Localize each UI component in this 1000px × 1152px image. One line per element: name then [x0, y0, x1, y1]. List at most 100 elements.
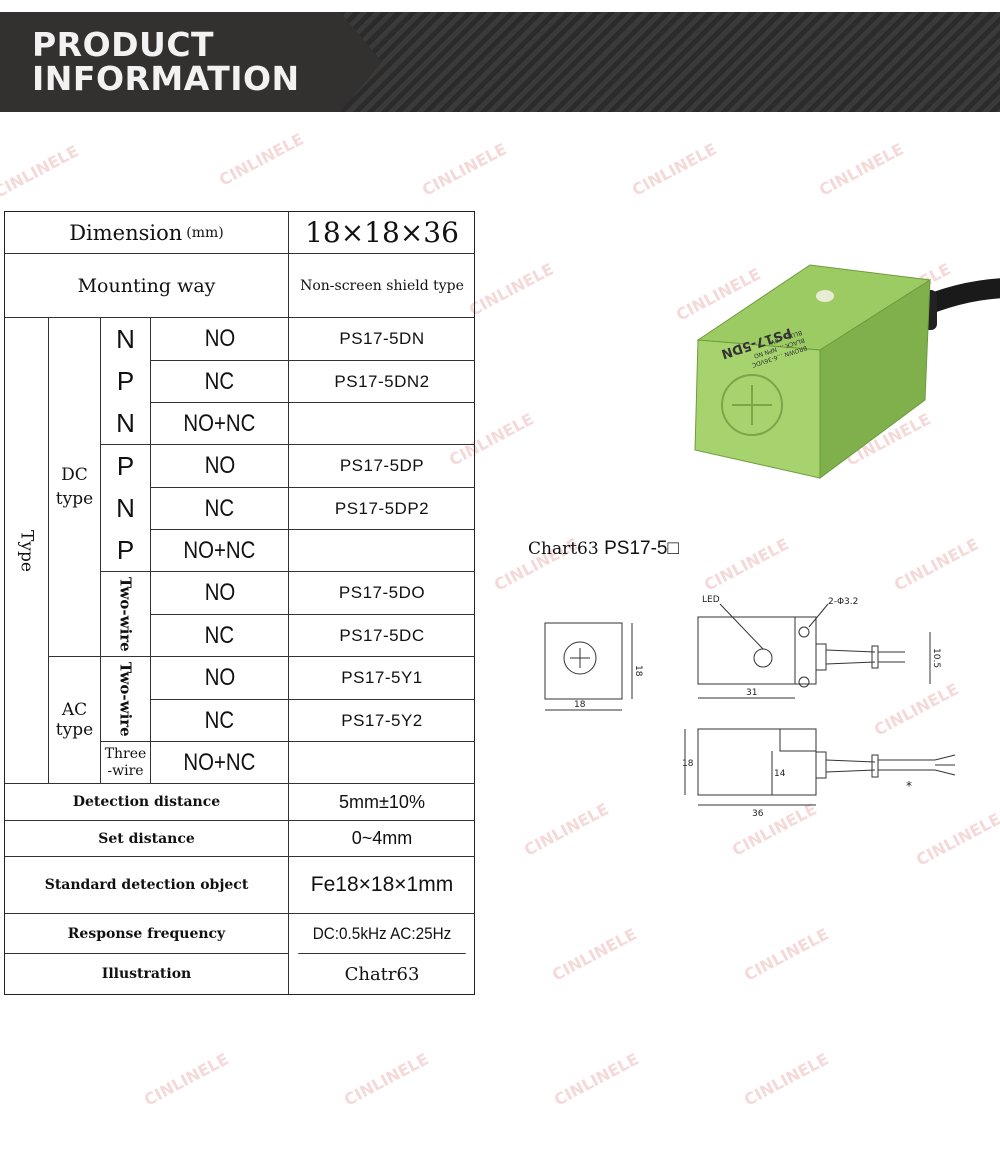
contact-cell: NC — [151, 361, 289, 403]
dc-two-wire-label: Two-wire — [116, 576, 135, 652]
watermark: CINLINELE — [548, 924, 640, 985]
contact-cell: NO+NC — [151, 742, 289, 784]
three-wire-label: Three -wire — [101, 742, 151, 784]
sensor-product-image: PS17-5DN BROWN ...6-36VDC BLACK ... NPN … — [694, 264, 1000, 479]
contact-type: NO — [204, 452, 235, 479]
led-leader — [719, 603, 764, 650]
holes-leader — [808, 603, 829, 628]
cable — [878, 651, 905, 663]
contact-type: NO — [204, 325, 235, 352]
mount-hole — [798, 626, 810, 638]
spec-table: Dimension (mm) 18×18×36 Mounting way Non… — [4, 211, 475, 995]
contact-type: NO+NC — [183, 536, 256, 564]
cable-wires — [878, 754, 956, 776]
ac-two-wire-label: Two-wire — [116, 661, 135, 737]
cable-gland — [815, 643, 827, 671]
watermark: CINLINELE — [340, 1049, 432, 1110]
watermark: CINLINELE — [628, 139, 720, 200]
header-title-panel: PRODUCT INFORMATION — [0, 12, 382, 112]
contact-cell: NO+NC — [151, 403, 289, 445]
side-view-outline — [697, 616, 817, 685]
contact-cell: NC — [151, 700, 289, 742]
watermark: CINLINELE — [418, 139, 510, 200]
standard-object-value: Fe18×18×1mm — [289, 857, 475, 914]
contact-type: NO+NC — [183, 748, 256, 776]
chart-label-text: Chart63 — [528, 539, 599, 559]
ac-two-wire-cell: Two-wire — [101, 657, 151, 742]
model-cell: PS17-5DP — [289, 445, 475, 488]
contact-cell: NO — [151, 445, 289, 488]
dim-31: 31 — [746, 688, 757, 698]
model-cell — [289, 403, 475, 445]
npn-letter: P — [116, 366, 135, 396]
watermark: CINLINELE — [215, 129, 307, 190]
header-title-line2: INFORMATION — [32, 59, 300, 98]
model-cell: PS17-5DP2 — [289, 488, 475, 530]
watermark: CINLINELE — [740, 1049, 832, 1110]
response-frequency-value: DC:0.5kHz AC:25Hz — [298, 914, 466, 954]
contact-cell: NO — [151, 318, 289, 361]
sensing-face-circle — [721, 374, 783, 436]
dim-18-side: 18 — [682, 759, 694, 769]
set-distance-value: 0~4mm — [289, 821, 475, 857]
contact-cell: NO — [151, 572, 289, 615]
pnp-group-label: P N P — [101, 445, 151, 572]
dimension-drawing: 18 18 LED 2-Φ3.2 31 10.5 18 14 36 * — [544, 595, 956, 819]
led-circle — [753, 648, 773, 668]
model-cell: PS17-5DC — [289, 615, 475, 657]
watermark: CINLINELE — [740, 924, 832, 985]
dimension-label: Dimension — [69, 220, 183, 245]
cable-gland — [815, 751, 827, 779]
mounting-value: Non-screen shield type — [289, 254, 475, 318]
model-cell: PS17-5DN2 — [289, 361, 475, 403]
model-number: PS17-5Y1 — [341, 668, 423, 687]
star-note: * — [906, 779, 912, 793]
dim-36: 36 — [752, 809, 764, 819]
illustration-label: Illustration — [5, 954, 289, 994]
front-view-outline — [544, 622, 623, 700]
contact-type: NO — [204, 579, 235, 606]
dimension-value: 18×18×36 — [289, 212, 475, 254]
model-cell: PS17-5DO — [289, 572, 475, 615]
dc-type-label: DC type — [49, 318, 101, 657]
model-number: PS17-5DP — [339, 456, 425, 475]
chart-model-text: PS17-5□ — [604, 538, 679, 559]
cable — [825, 759, 876, 763]
contact-type: NC — [204, 706, 235, 734]
mounting-label: Mounting way — [5, 254, 289, 318]
contact-cell: NC — [151, 488, 289, 530]
led-label: LED — [702, 595, 720, 605]
dim-10-5: 10.5 — [931, 648, 941, 668]
model-cell — [289, 742, 475, 784]
model-number: PS17-5DP2 — [334, 498, 430, 518]
npn-group-label: N P N — [101, 318, 151, 445]
watermark: CINLINELE — [140, 1049, 232, 1110]
cable-sleeve — [871, 754, 879, 778]
dim-14: 14 — [774, 769, 786, 779]
pnp-letter: P — [116, 535, 135, 565]
contact-cell: NO — [151, 657, 289, 700]
watermark: CINLINELE — [0, 141, 82, 202]
model-number: PS17-5DO — [338, 583, 426, 602]
response-frequency-label: Response frequency — [5, 914, 289, 954]
holes-label: 2-Φ3.2 — [828, 597, 858, 607]
cable — [825, 769, 876, 773]
contact-type: NO — [204, 664, 235, 691]
model-number: PS17-5DC — [339, 625, 425, 645]
dc-two-wire-cell: Two-wire — [101, 572, 151, 657]
dim-18-height: 18 — [633, 665, 643, 677]
watermark: CINLINELE — [465, 259, 557, 320]
contact-type: NO+NC — [183, 409, 256, 437]
npn-letter: N — [116, 408, 135, 438]
dim-18-width: 18 — [574, 700, 586, 710]
contact-cell: NC — [151, 615, 289, 657]
set-distance-label: Set distance — [5, 821, 289, 857]
model-cell: PS17-5Y1 — [289, 657, 475, 700]
chart-label: Chart63 PS17-5□ — [528, 538, 679, 560]
bottom-view-outline — [697, 728, 817, 796]
npn-letter: N — [116, 324, 135, 354]
model-cell — [289, 530, 475, 572]
header-title-line1: PRODUCT — [32, 25, 215, 64]
standard-object-label: Standard detection object — [5, 857, 289, 914]
type-label: Type — [16, 529, 37, 572]
